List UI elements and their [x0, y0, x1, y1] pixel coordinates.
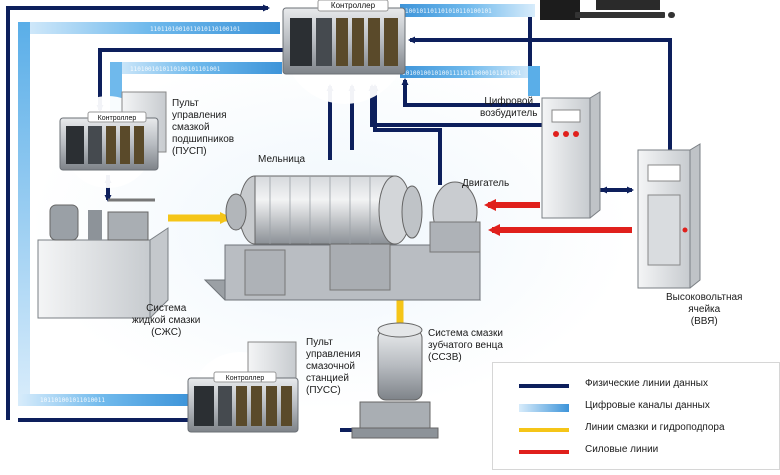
legend-item-physical: Физические линии данных — [493, 375, 779, 395]
legend-label: Линии смазки и гидроподпора — [585, 422, 725, 433]
binary-text: 101101001011010011 — [40, 397, 105, 404]
puss-controller-label: Контроллер — [226, 375, 265, 382]
label-puss: Пульт управления смазочной станцией (ПУС… — [306, 337, 361, 396]
power-lines — [484, 199, 632, 236]
binary-text: 101001001010011110110000101101001 — [402, 70, 522, 77]
binary-text: 100101101101010110100101 — [405, 8, 492, 15]
physical-line-motor-to-main — [371, 84, 442, 185]
physical-line-exciter2-to-main — [401, 78, 540, 107]
physical-line-main-to-pusp — [96, 48, 283, 112]
pusp-controller-label: Контроллер — [98, 115, 137, 122]
digital-exciter-cabinet — [541, 91, 601, 219]
legend-label: Силовые линии — [585, 444, 659, 455]
liquid-lube-system — [37, 198, 169, 319]
legend-swatch-power — [519, 450, 569, 454]
mill — [203, 175, 482, 301]
label-szhs: Система жидкой смазки (СЖС) — [132, 303, 201, 338]
pc-mouse — [668, 12, 675, 18]
high-voltage-cell — [637, 143, 701, 289]
gear-lube-system — [351, 322, 439, 439]
label-pusp: Пульт управления смазкой подшипников (ПУ… — [172, 98, 235, 157]
physical-line-exciter-to-main — [368, 84, 545, 127]
pusp-controller: Контроллер — [59, 91, 167, 188]
label-mill: Мельница — [258, 154, 306, 165]
pc-monitor-base — [596, 0, 660, 10]
main-controller: Контроллер — [282, 0, 407, 104]
legend-label: Цифровые каналы данных — [585, 400, 710, 411]
label-motor: Двигатель — [462, 178, 510, 189]
binary-text: 1101001010110100101101001 — [130, 66, 221, 73]
label-sszv: Система смазки зубчатого венца (ССЗВ) — [428, 328, 503, 363]
digital-channel-lines: 101101001011010011 110110100101101011010… — [18, 4, 540, 406]
main-controller-label: Контроллер — [331, 1, 376, 10]
legend-item-power: Силовые линии — [493, 441, 779, 461]
pc-keyboard — [575, 12, 665, 18]
pc-tower — [540, 0, 580, 20]
puss-controller: Контроллер — [187, 341, 299, 452]
legend-item-digital: Цифровые каналы данных — [493, 397, 779, 417]
legend-label: Физические линии данных — [585, 378, 708, 389]
legend-swatch-digital — [519, 404, 569, 412]
operator-computer — [540, 0, 675, 20]
legend-swatch-physical — [519, 384, 569, 388]
label-vvya: Высоковольтная ячейка (ВВЯ) — [666, 292, 743, 327]
physical-line-left-to-main — [6, 4, 270, 420]
legend-swatch-lube — [519, 428, 569, 432]
physical-line-vvya-to-main — [408, 36, 672, 150]
legend: Физические линии данных Цифровые каналы … — [492, 362, 780, 470]
legend-item-lube: Линии смазки и гидроподпора — [493, 419, 779, 439]
binary-text: 1101101001011010110100101 — [150, 26, 241, 33]
label-exciter: Цифровой возбудитель — [480, 96, 538, 119]
